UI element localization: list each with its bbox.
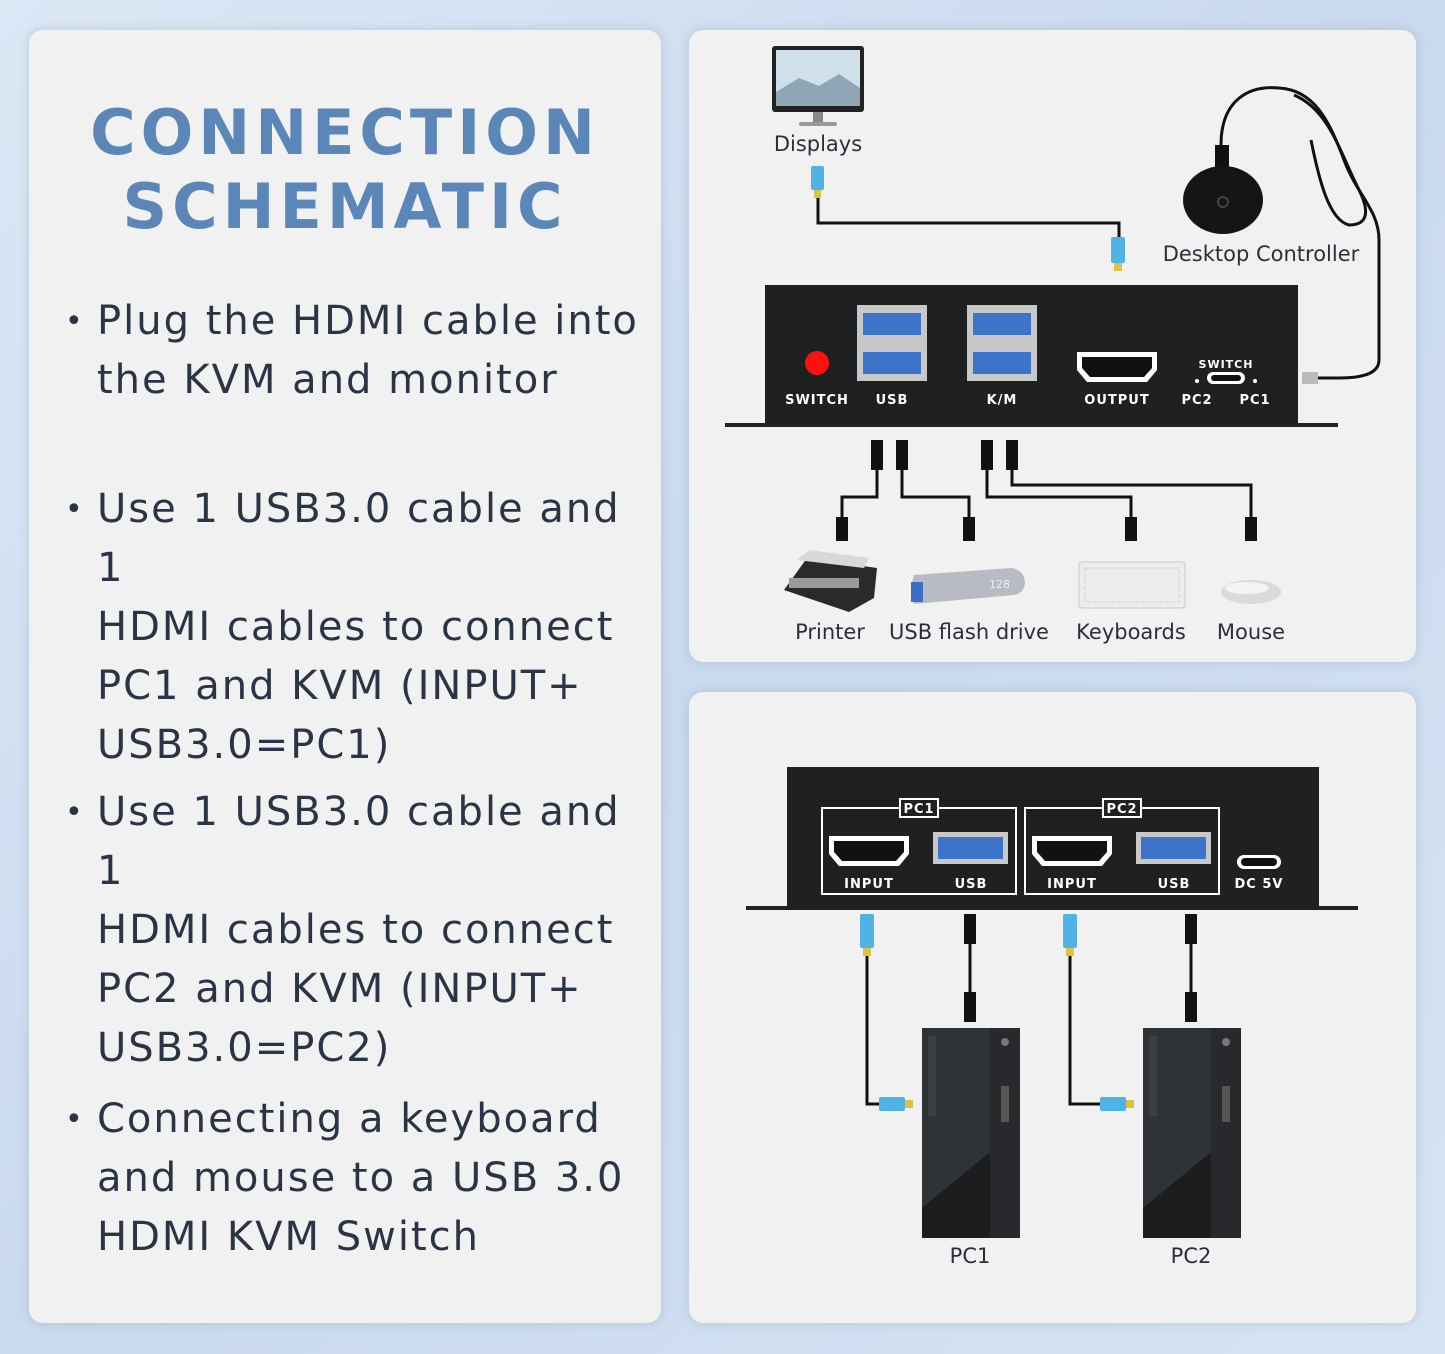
title-line-1: CONNECTION [90, 96, 600, 169]
bullet-dot: • [65, 492, 85, 527]
usb-flash-drive-label: USB flash drive [889, 620, 1049, 644]
usb-flash-drive-icon: 128 [911, 568, 1025, 604]
mouse-label: Mouse [1217, 620, 1285, 644]
bullet-dot: • [65, 795, 85, 830]
displays-label: Displays [774, 132, 862, 156]
pc2-tower-icon [1143, 1028, 1241, 1238]
bullet-text: HDMI cables to connect [97, 604, 615, 650]
bullet-text: and mouse to a USB 3.0 [97, 1155, 625, 1201]
printer-label: Printer [795, 620, 865, 644]
hdmi-input1-port-icon [829, 836, 909, 866]
bullet-text: USB3.0=PC1) [97, 722, 392, 768]
bullet-text: HDMI cables to connect [97, 907, 615, 953]
pc1-tower-icon [922, 1028, 1020, 1238]
monitor-icon [772, 46, 864, 126]
keyboard-icon [1078, 561, 1186, 609]
pc2-cables [1063, 914, 1197, 1111]
usb2-label: USB [1158, 877, 1191, 892]
desktop-controller-label: Desktop Controller [1163, 242, 1360, 266]
mouse-icon [1221, 580, 1281, 604]
output-port-label: OUTPUT [1084, 393, 1149, 408]
hdmi-input2-port-icon [1032, 836, 1112, 866]
pc2-group-label: PC2 [1106, 802, 1137, 817]
hdmi-cable-output [811, 166, 1125, 271]
front-connection-panel: Displays Desktop Controller [689, 30, 1416, 662]
usbc-switch-port-icon [1195, 372, 1257, 384]
kvm-switch-rear: PC1 PC2 INPUT USB [746, 767, 1358, 910]
usb-cables [836, 440, 1257, 541]
hdmi-output-port-icon [1077, 352, 1157, 382]
bullet-connect-pc1: • Use 1 USB3.0 cable and 1 HDMI cables t… [65, 480, 645, 775]
km-port-icon [967, 305, 1037, 381]
pc2-small-label: PC2 [1181, 393, 1212, 408]
bullet-text: Plug the HDMI cable into [97, 298, 639, 344]
pc1-group-label: PC1 [903, 802, 934, 817]
title-line-2: SCHEMATIC [122, 170, 568, 243]
flash-capacity: 128 [989, 578, 1010, 591]
usb2-port-icon [1136, 832, 1211, 864]
bullet-text: Connecting a keyboard [97, 1096, 602, 1142]
input2-label: INPUT [1047, 877, 1097, 892]
bullet-text: USB3.0=PC2) [97, 1025, 392, 1071]
front-connection-diagram: Displays Desktop Controller [725, 46, 1381, 644]
input1-label: INPUT [844, 877, 894, 892]
pc1-label: PC1 [950, 1244, 991, 1268]
bullet-connect-pc2: • Use 1 USB3.0 cable and 1 HDMI cables t… [65, 783, 645, 1078]
bullet-dot: • [65, 1102, 85, 1137]
rear-connection-diagram: PC1 PC2 INPUT USB [746, 767, 1358, 1268]
dc-power-port-icon [1237, 855, 1281, 869]
km-port-label: K/M [987, 393, 1018, 408]
dc-label: DC 5V [1235, 877, 1284, 892]
keyboards-label: Keyboards [1076, 620, 1186, 644]
pc1-cables [860, 914, 976, 1111]
printer-icon [784, 550, 877, 612]
switch-led-icon [805, 351, 829, 375]
desktop-controller-icon [1183, 86, 1381, 384]
usb1-label: USB [955, 877, 988, 892]
switch-small-label: SWITCH [1199, 358, 1254, 371]
bullet-keyboard-mouse: • Connecting a keyboard and mouse to a U… [65, 1090, 645, 1267]
kvm-switch-front: SWITCH USB K/M OUTPUT SWITCH PC2 PC1 [725, 285, 1338, 427]
usb1-port-icon [933, 832, 1008, 864]
rear-connection-panel: PC1 PC2 INPUT USB [689, 692, 1416, 1323]
bullet-text: Use 1 USB3.0 cable and 1 [97, 486, 621, 591]
instructions-panel: CONNECTION SCHEMATIC • Plug the HDMI cab… [29, 30, 661, 1323]
usb-port-label: USB [876, 393, 909, 408]
pc2-label: PC2 [1171, 1244, 1212, 1268]
bullet-dot: • [65, 304, 85, 339]
bullet-text: the KVM and monitor [97, 357, 559, 403]
bullet-hdmi-monitor: • Plug the HDMI cable into the KVM and m… [65, 292, 645, 410]
bullet-text: PC1 and KVM (INPUT+ [97, 663, 583, 709]
bullet-text: Use 1 USB3.0 cable and 1 [97, 789, 621, 894]
switch-port-label: SWITCH [785, 393, 849, 408]
pc1-small-label: PC1 [1239, 393, 1270, 408]
bullet-text: HDMI KVM Switch [97, 1214, 480, 1260]
usb-port-icon [857, 305, 927, 381]
bullet-text: PC2 and KVM (INPUT+ [97, 966, 583, 1012]
